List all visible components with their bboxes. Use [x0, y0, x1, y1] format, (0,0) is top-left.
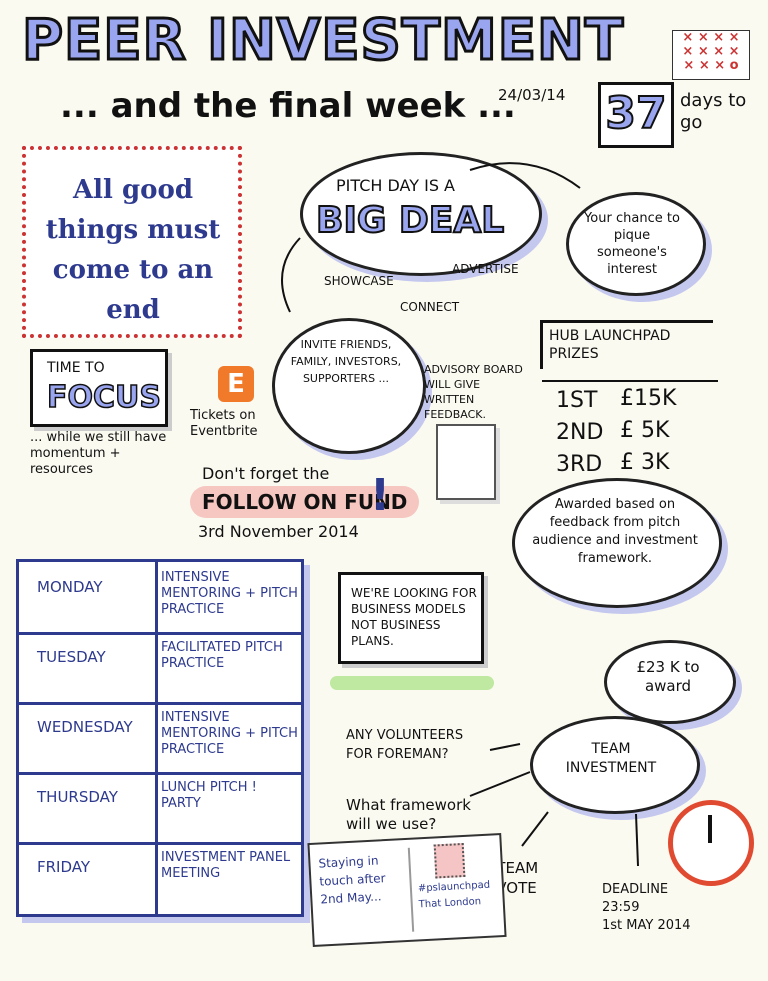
clock-hand [708, 815, 712, 843]
page-title: PEER INVESTMENT [20, 7, 625, 75]
countdown-calendar: 37 [598, 82, 674, 148]
advisory-text: ADVISORY BOARD WILL GIVE WRITTEN FEEDBAC… [424, 363, 523, 421]
grass-strip [330, 676, 494, 690]
advertise-word: ADVERTISE [452, 262, 519, 276]
sign-text: WE'RE LOOKING FOR BUSINESS MODELS NOT BU… [351, 586, 477, 648]
arrow-to-volunteers [489, 743, 521, 751]
showcase-word: SHOWCASE [324, 274, 394, 288]
team-investment-cloud [530, 716, 700, 814]
chance-text: Your chance to pique someone's interest [584, 211, 680, 277]
schedule-row: MONDAY INTENSIVE MENTORING + PITCH PRACT… [19, 562, 301, 635]
schedule-row: TUESDAY FACILITATED PITCH PRACTICE [19, 632, 301, 705]
arrow-to-chance [469, 162, 581, 189]
focus-note: ... while we still have momentum + resou… [30, 430, 167, 477]
schedule-day: WEDNESDAY [37, 718, 133, 736]
schedule-row: THURSDAY LUNCH PITCH ! PARTY [19, 772, 301, 845]
awarded-text: Awarded based on feedback from pitch aud… [532, 497, 698, 566]
award-text: £23 K to award [636, 658, 700, 695]
arrow-to-deadline [635, 813, 639, 867]
document-icon [436, 424, 496, 500]
connect-word: CONNECT [400, 300, 460, 314]
follow-on-line1: Don't forget the [202, 464, 330, 483]
arrow-to-framework [469, 771, 531, 797]
countdown-number: 37 [604, 87, 667, 140]
quote-text: All good things must come to an end [45, 175, 221, 325]
schedule-day: MONDAY [37, 578, 103, 596]
schedule-activity: FACILITATED PITCH PRACTICE [161, 640, 283, 671]
prize-amount-1: £15K [620, 386, 677, 411]
deadline-label: DEADLINE [602, 882, 669, 897]
focus-box: TIME TO FOCUS [30, 349, 168, 427]
prize-amount-3: £ 3K [620, 450, 670, 475]
quote-box: All good things must come to an end [22, 146, 242, 338]
focus-line1: TIME TO [47, 360, 105, 376]
subtitle: ... and the final week ... [60, 86, 516, 126]
chance-cloud [566, 192, 706, 296]
date-label: 24/03/14 [498, 86, 566, 104]
framework-text: What framework will we use? [346, 796, 471, 833]
invite-text: INVITE FRIENDS, FAMILY, INVESTORS, SUPPO… [290, 338, 402, 385]
schedule-divider [155, 562, 158, 914]
follow-on-fund: FOLLOW ON FUND [190, 486, 420, 518]
arrow-to-invite [281, 237, 301, 313]
awarded-cloud [512, 478, 722, 608]
prize-place-2: 2ND [556, 420, 604, 445]
schedule-day: TUESDAY [37, 648, 106, 666]
schedule-activity: LUNCH PITCH ! PARTY [161, 780, 257, 811]
pitch-day-line1: PITCH DAY IS A [336, 176, 455, 195]
hub-title: HUB LAUNCHPAD PRIZES [549, 328, 671, 362]
schedule-day: THURSDAY [37, 788, 118, 806]
schedule-activity: INTENSIVE MENTORING + PITCH PRACTICE [161, 710, 298, 757]
hub-title-box: HUB LAUNCHPAD PRIZES [540, 320, 713, 369]
follow-on-date: 3rd November 2014 [198, 522, 359, 541]
business-models-sign: WE'RE LOOKING FOR BUSINESS MODELS NOT BU… [338, 572, 484, 664]
schedule-activity: INTENSIVE MENTORING + PITCH PRACTICE [161, 570, 298, 617]
schedule-activity: INVESTMENT PANEL MEETING [161, 850, 291, 881]
exclaim-mark: ! [370, 470, 391, 521]
hub-divider [542, 380, 718, 382]
deadline-time: 23:59 [602, 900, 640, 915]
schedule-day: FRIDAY [37, 858, 91, 876]
focus-line2: FOCUS [46, 379, 161, 416]
days-to-go-label: days to go [680, 90, 747, 133]
calendar-grid-icon: × × × ×× × × ×× × × o [672, 30, 750, 80]
weekly-schedule: MONDAY INTENSIVE MENTORING + PITCH PRACT… [16, 559, 304, 917]
eventbrite-icon: E [218, 366, 254, 402]
alarm-clock-icon [668, 800, 754, 886]
invite-cloud [272, 318, 426, 454]
volunteers-text: ANY VOLUNTEERS FOR FOREMAN? [346, 728, 464, 762]
arrow-to-one-team [521, 811, 549, 847]
award-cloud [604, 640, 736, 724]
team-investment-text: TEAM INVESTMENT [565, 741, 657, 776]
eventbrite-label: Tickets on Eventbrite [190, 408, 258, 439]
pitch-day-cloud [300, 152, 542, 276]
schedule-row: FRIDAY INVESTMENT PANEL MEETING [19, 842, 301, 912]
prize-amount-2: £ 5K [620, 418, 670, 443]
prize-place-3: 3RD [556, 452, 603, 477]
schedule-row: WEDNESDAY INTENSIVE MENTORING + PITCH PR… [19, 702, 301, 775]
prize-place-1: 1ST [556, 388, 598, 413]
big-deal-text: BIG DEAL [315, 199, 505, 242]
deadline-date: 1st MAY 2014 [602, 918, 691, 933]
